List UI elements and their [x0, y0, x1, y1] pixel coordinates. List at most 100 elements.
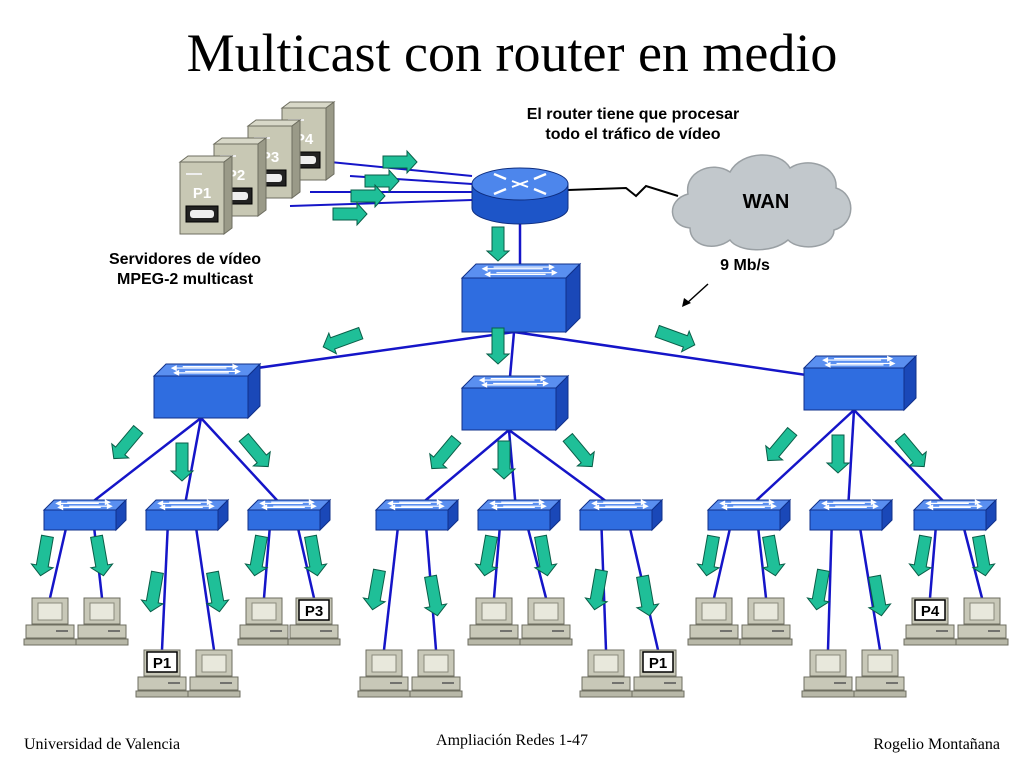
arrow-dist-access-8-shape [825, 434, 851, 474]
arrow-dist-access-1-shape [111, 424, 144, 460]
arrow-access-host-3 [140, 570, 165, 613]
arrow-access-host-18 [971, 534, 996, 577]
host-4-1-screen [371, 654, 397, 673]
host-3-1 [237, 597, 291, 646]
host-4-2 [409, 649, 463, 698]
switch-arrow-head [540, 503, 547, 510]
arrow-dist-access-1 [111, 424, 144, 460]
host-7-2-screen [753, 602, 779, 621]
arrow-access-host-16 [867, 574, 892, 617]
switch-arrow-head [157, 500, 164, 507]
access-switch-1-2-top [144, 499, 230, 511]
host-label-bg [914, 599, 946, 621]
arrow-dist-access-5-shape [491, 440, 517, 480]
host-3-2-base [289, 624, 339, 639]
arrow-dist-access-7 [765, 426, 798, 462]
wan-serial-link [567, 184, 679, 198]
router [471, 167, 569, 225]
switch-arrow-head [593, 504, 600, 511]
switch-arrow-head [927, 504, 934, 511]
arrow-access-host-2-shape [89, 534, 114, 577]
arrow-dist-access-9-shape [894, 432, 927, 468]
host-6-2-keyboard [631, 690, 685, 698]
footer-left: Universidad de Valencia [24, 736, 181, 753]
arrow-core-dist-3-shape [654, 324, 696, 353]
server-link [289, 199, 473, 207]
access-pc-link-9-2 [963, 529, 984, 599]
access-switch-3-1-front [707, 509, 781, 531]
host-label-bg [146, 651, 178, 673]
access-switch-2-3 [578, 498, 664, 532]
host-1-2-screen [89, 602, 115, 621]
access-pc-link-5-1 [492, 529, 501, 599]
distribution-switch-3-front [803, 367, 905, 411]
host-5-2-base [521, 624, 571, 639]
host-4-1 [357, 649, 411, 698]
host-5-1-keyboard [467, 638, 521, 646]
dist-access-link-3-3 [853, 409, 953, 511]
access-switch-2-2 [476, 498, 562, 532]
switch-arrow-head [974, 499, 981, 506]
stream-arrow-p2 [350, 183, 386, 209]
host-9-1-keyboard [903, 638, 957, 646]
server-p1-tape-window [190, 210, 214, 218]
router-note-line-2: todo el tráfico de vídeo [545, 126, 721, 143]
host-2-2-base [189, 676, 239, 691]
access-switch-2-2-front [477, 509, 551, 531]
switch-arrow-head [640, 499, 647, 506]
dist-access-link-3-2 [846, 409, 856, 511]
arrow-access-host-4 [205, 570, 230, 613]
footer-right: Rogelio Montañana [873, 736, 1000, 753]
access-switch-1-3-front [247, 509, 321, 531]
arrow-router-core-shape [485, 226, 511, 262]
arrow-core-dist-1-shape [322, 326, 364, 355]
router-arrow [533, 187, 547, 196]
server-p2-side [257, 137, 267, 217]
wan-label: WAN [743, 191, 790, 213]
host-1-1-base [25, 624, 75, 639]
switch-arrow-head [438, 503, 445, 510]
wan-cloud: WAN [567, 154, 852, 251]
switch-arrow-head [57, 504, 64, 511]
host-8-2 [853, 649, 907, 698]
distribution-switch-2-front [461, 387, 557, 431]
switch-arrow-head [308, 499, 315, 506]
distribution-switch-1 [152, 362, 262, 420]
host-9-2-keyboard [955, 638, 1009, 646]
switch-arrow-head [824, 361, 831, 368]
host-label-box: P1 [146, 651, 178, 673]
host-5-2-screen [533, 602, 559, 621]
access-switch-3-2 [808, 498, 894, 532]
distribution-switch-1-front [153, 375, 249, 419]
switch-arrow-head [770, 503, 777, 510]
arrow-access-host-1 [30, 534, 55, 577]
dist-access-link-1-2 [182, 417, 203, 511]
arrow-dist-access-2-shape [169, 442, 195, 482]
access-switch-1-1-front [43, 509, 117, 531]
host-8-1-keyboard [801, 690, 855, 698]
switch-arrow-head [821, 500, 828, 507]
host-4-2-screen [423, 654, 449, 673]
server-p1: P1 [178, 155, 234, 235]
access-pc-link-9-1 [928, 529, 937, 599]
arrow-router-core [485, 226, 511, 262]
server-p4-side [325, 101, 335, 181]
wan-cloud-shape [671, 154, 852, 251]
switch-arrow-head [232, 363, 239, 370]
host-6-1 [579, 649, 633, 698]
switch-arrow-head [310, 503, 317, 510]
host-4-2-base [411, 676, 461, 691]
access-switch-2-2-top [476, 499, 562, 511]
access-pc-link-8-1 [826, 529, 833, 651]
switch-arrow-head [822, 357, 829, 364]
switch-arrow-head [768, 499, 775, 506]
switch-arrow-head [719, 500, 726, 507]
dist-access-link-1-3 [200, 417, 287, 511]
access-switch-1-1 [42, 498, 128, 532]
distribution-switch-3 [802, 354, 918, 412]
switch-arrow-head [261, 504, 268, 511]
switch-arrow-head [387, 500, 394, 507]
access-pc-link-5-2 [527, 529, 548, 599]
arrow-access-host-12 [635, 574, 660, 617]
